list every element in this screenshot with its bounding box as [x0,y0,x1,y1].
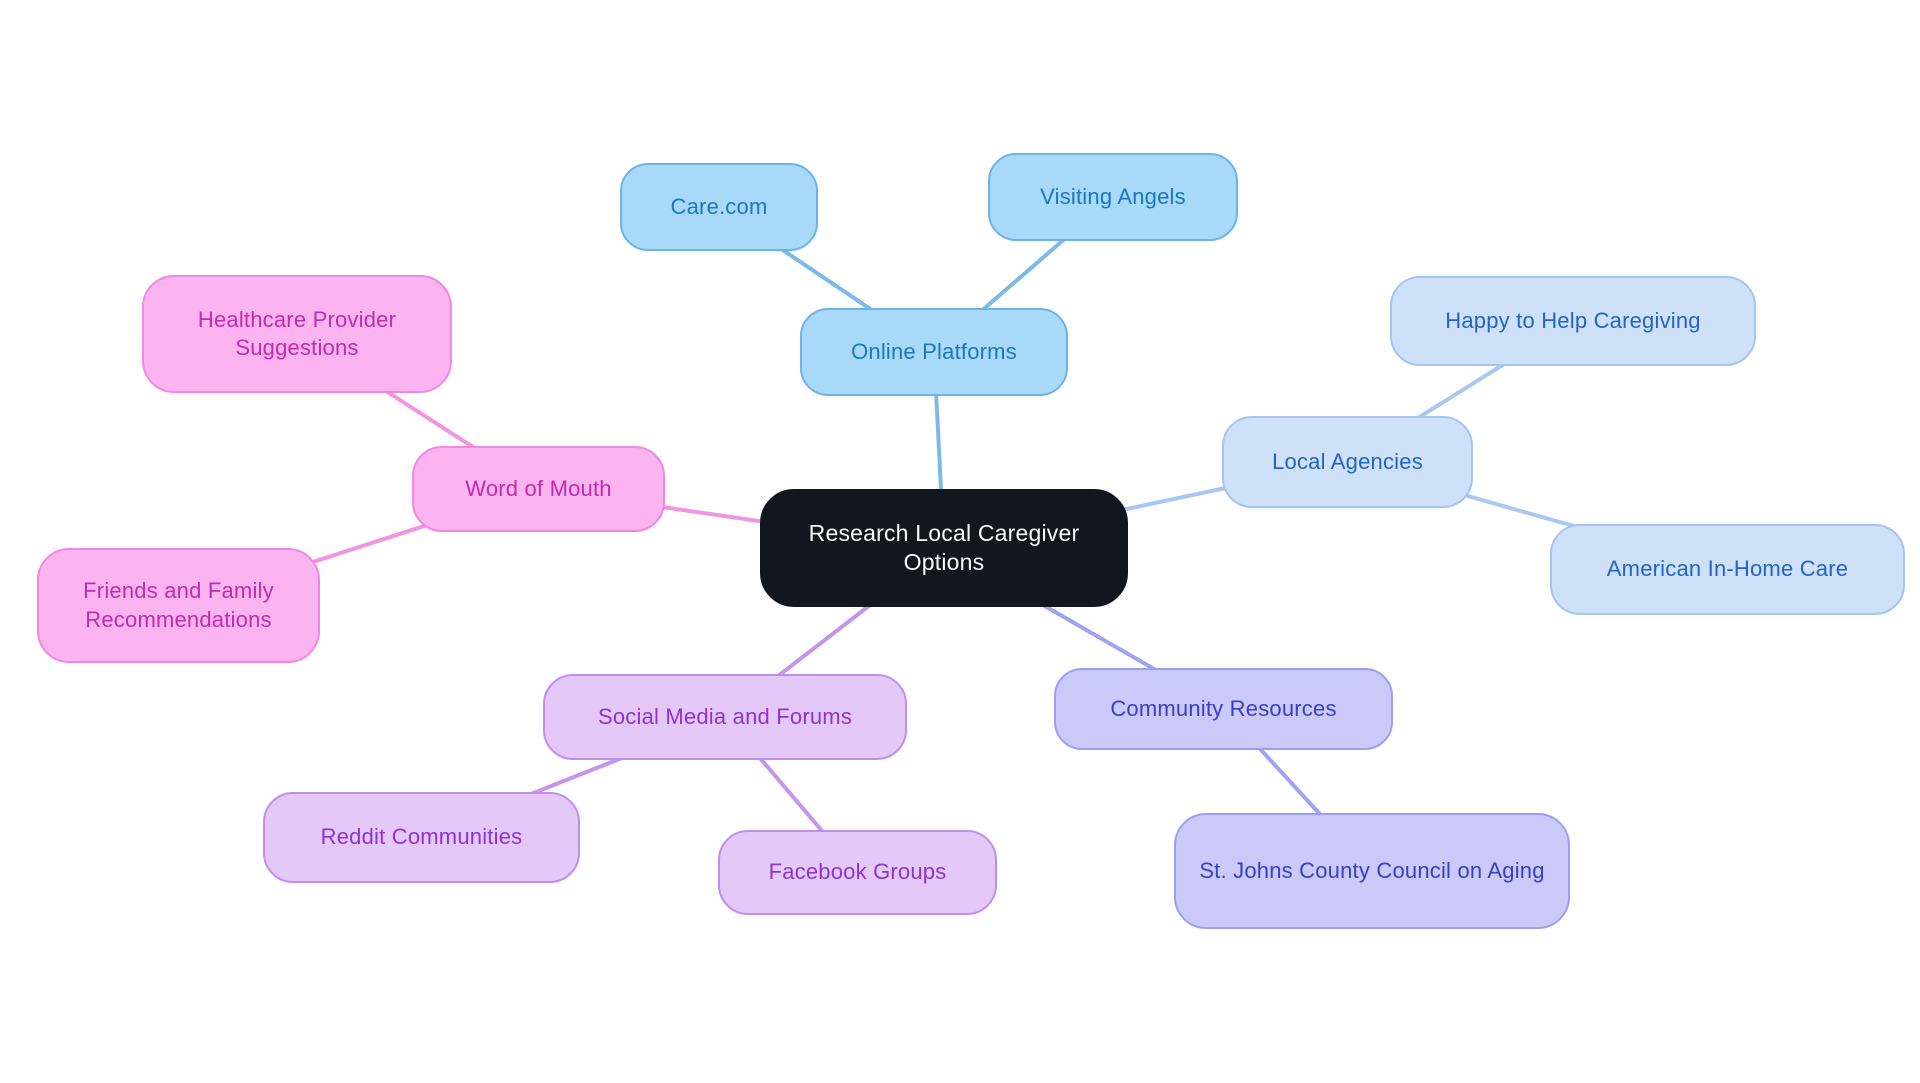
node-label-community-resources: Community Resources [1110,695,1337,721]
node-visiting-angels[interactable]: Visiting Angels [988,153,1238,241]
node-social-media[interactable]: Social Media and Forums [543,674,907,760]
node-label-central: Research Local Caregiver Options [808,519,1080,575]
node-label-social-media: Social Media and Forums [597,703,853,729]
node-care-com[interactable]: Care.com [620,163,818,251]
node-happy-to-help[interactable]: Happy to Help Caregiving [1390,276,1756,366]
node-central[interactable]: Research Local Caregiver Options [760,489,1128,607]
node-label-reddit: Reddit Communities [320,824,523,850]
node-local-agencies[interactable]: Local Agencies [1222,416,1473,508]
node-label-facebook: Facebook Groups [768,859,947,885]
node-word-of-mouth[interactable]: Word of Mouth [412,446,665,532]
node-reddit[interactable]: Reddit Communities [263,792,580,883]
node-label-happy-to-help: Happy to Help Caregiving [1445,307,1701,333]
node-american-in-home[interactable]: American In-Home Care [1550,524,1905,615]
node-friends-family[interactable]: Friends and Family Recommendations [37,548,320,663]
node-label-visiting-angels: Visiting Angels [1040,183,1186,209]
node-online-platforms[interactable]: Online Platforms [800,308,1068,396]
node-st-johns[interactable]: St. Johns County Council on Aging [1174,813,1570,929]
node-community-resources[interactable]: Community Resources [1054,668,1393,750]
node-label-st-johns: St. Johns County Council on Aging [1199,857,1545,883]
node-label-online-platforms: Online Platforms [851,338,1017,364]
node-label-local-agencies: Local Agencies [1272,448,1423,474]
node-label-friends-family: Friends and Family Recommendations [83,578,274,632]
node-facebook[interactable]: Facebook Groups [718,830,997,915]
node-label-word-of-mouth: Word of Mouth [465,475,612,501]
node-label-american-in-home: American In-Home Care [1606,556,1849,582]
node-label-care-com: Care.com [670,193,768,219]
node-label-healthcare-provider: Healthcare Provider Suggestions [197,306,397,360]
node-healthcare-provider[interactable]: Healthcare Provider Suggestions [142,275,452,393]
